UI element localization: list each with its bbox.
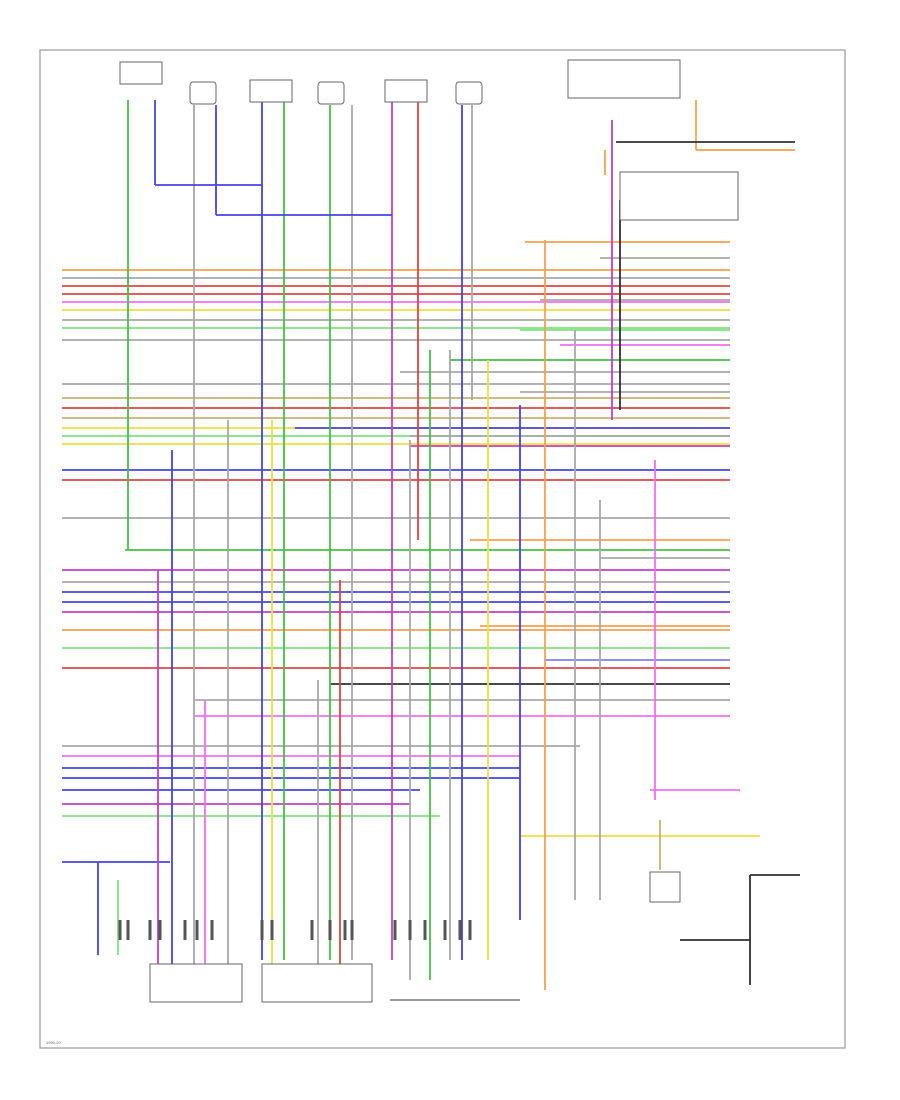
components-layer	[118, 59, 739, 1003]
terminal-pin-8	[270, 920, 274, 940]
relay-box	[567, 59, 681, 99]
terminal-pin-10	[328, 920, 332, 940]
speed-sensor-box	[261, 963, 373, 1003]
terminal-pin-2	[148, 920, 152, 940]
terminal-pin-17	[458, 920, 462, 940]
terminal-pin-18	[468, 920, 472, 940]
wire-harness	[62, 100, 800, 990]
terminal-pin-0	[118, 920, 122, 940]
solenoid-box-3	[317, 81, 345, 105]
terminal-pin-11	[343, 920, 347, 940]
terminal-pin-13	[393, 920, 397, 940]
footer-code: 1990-20	[46, 1040, 61, 1045]
terminal-pin-7	[260, 920, 264, 940]
terminal-pin-5	[195, 920, 199, 940]
sensor-box-2	[455, 81, 483, 105]
control-module-box	[619, 171, 739, 221]
terminal-pin-14	[408, 920, 412, 940]
terminal-pin-6	[210, 920, 214, 940]
labels-layer: 1990-20	[46, 1040, 61, 1045]
terminal-pin-15	[423, 920, 427, 940]
terminal-pin-12	[350, 920, 354, 940]
terminal-pin-9	[310, 920, 314, 940]
terminal-pin-1	[126, 920, 130, 940]
terminal-pin-4	[183, 920, 187, 940]
terminal-pin-16	[443, 920, 447, 940]
sensor-box-1	[119, 61, 163, 85]
solenoid-box-1	[189, 81, 217, 105]
terminal-pin-3	[158, 920, 162, 940]
diagram-border	[39, 49, 846, 1049]
throttle-switch-box	[649, 871, 681, 903]
solenoid-box-4	[384, 79, 428, 103]
range-switch-box	[149, 963, 243, 1003]
solenoid-box-2	[249, 79, 293, 103]
